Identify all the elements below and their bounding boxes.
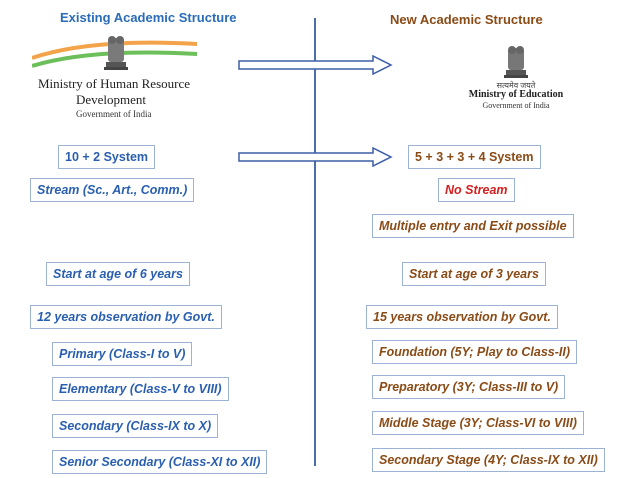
new-stage-foundation: Foundation (5Y; Play to Class-II) <box>372 340 577 364</box>
existing-stream-box: Stream (Sc., Art., Comm.) <box>30 178 195 202</box>
new-observation-box: 15 years observation by Govt. <box>366 305 558 329</box>
existing-structure-heading: Existing Academic Structure <box>60 10 237 25</box>
existing-stage-elementary: Elementary (Class-V to VIII) <box>52 377 229 401</box>
new-structure-heading: New Academic Structure <box>390 12 543 27</box>
new-entry-exit-box: Multiple entry and Exit possible <box>372 214 574 238</box>
new-system-box: 5 + 3 + 3 + 4 System <box>408 145 541 169</box>
moe-line2: Government of India <box>482 101 550 110</box>
moe-hindi-motto: सत्यमेव जयते <box>496 81 536 90</box>
ashoka-emblem-icon <box>504 46 528 78</box>
new-start-age-box: Start at age of 3 years <box>402 262 546 286</box>
existing-stage-primary: Primary (Class-I to V) <box>52 342 193 366</box>
new-stage-secondary: Secondary Stage (4Y; Class-IX to XII) <box>372 448 605 472</box>
moe-logo: सत्यमेव जयते Ministry of Education Gover… <box>452 44 580 110</box>
center-divider <box>314 18 316 466</box>
system-arrow-icon <box>238 147 393 167</box>
existing-start-age-box: Start at age of 6 years <box>46 262 190 286</box>
logo-arrow-icon <box>238 55 393 75</box>
moe-line1: Ministry of Education <box>468 89 564 100</box>
new-stream-box: No Stream <box>438 178 515 202</box>
mhrd-line2: Development <box>76 92 147 107</box>
existing-system-box: 10 + 2 System <box>58 145 156 169</box>
mhrd-line3: Government of India <box>76 109 152 119</box>
new-stage-preparatory: Preparatory (3Y; Class-III to V) <box>372 375 566 399</box>
mhrd-logo: Ministry of Human Resource Development G… <box>31 32 198 120</box>
mhrd-line1: Ministry of Human Resource <box>38 76 191 91</box>
existing-observation-box: 12 years observation by Govt. <box>30 305 222 329</box>
mhrd-emblem-icon <box>31 36 198 70</box>
new-stage-middle: Middle Stage (3Y; Class-VI to VIII) <box>372 411 584 435</box>
existing-stage-senior-secondary: Senior Secondary (Class-XI to XII) <box>52 450 268 474</box>
existing-stage-secondary: Secondary (Class-IX to X) <box>52 414 219 438</box>
